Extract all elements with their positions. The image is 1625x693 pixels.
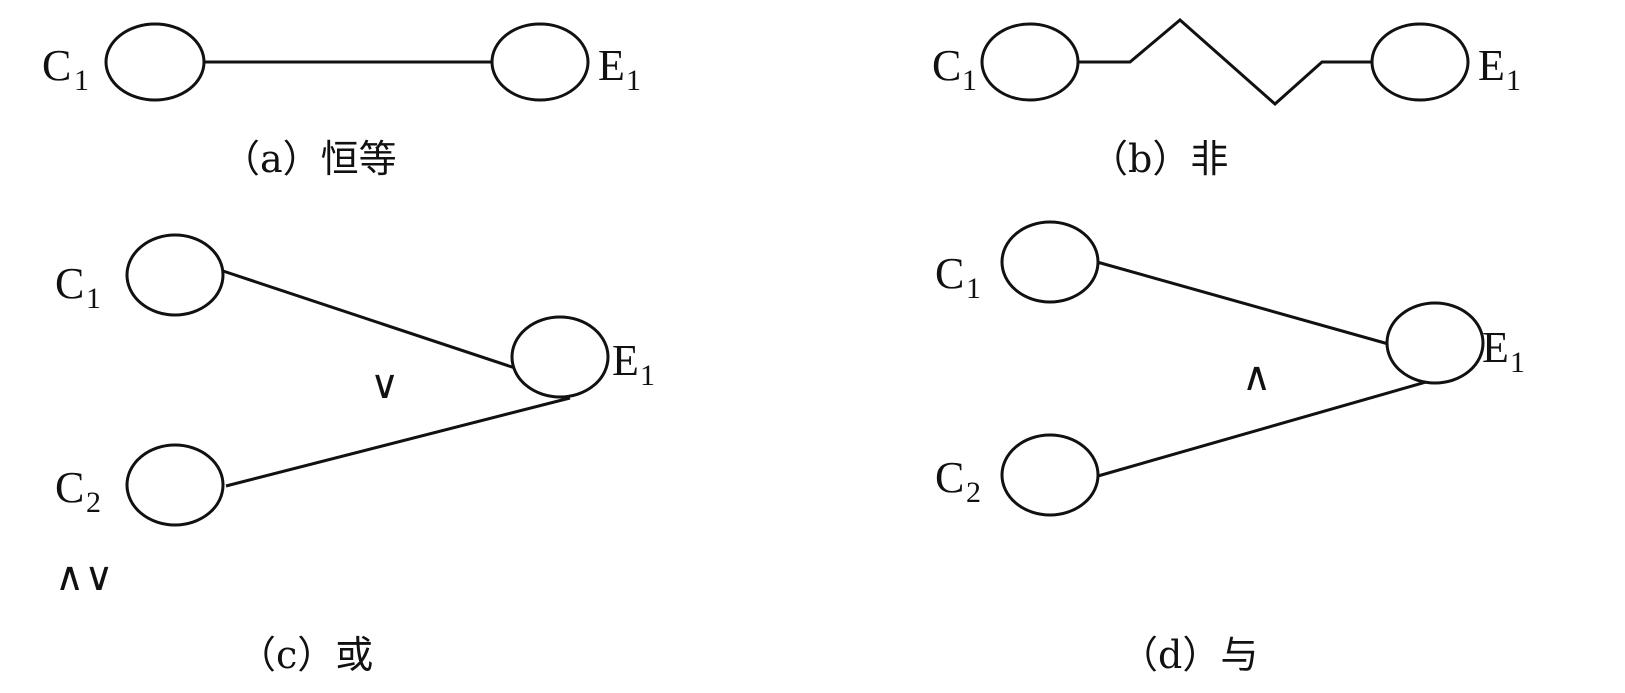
edge-c1-e1-negation [1078,18,1372,107]
label-c1: C [42,41,71,90]
label-e1: E [1478,41,1505,90]
label-c1-sub: 1 [86,282,101,315]
edge-c2-e1 [1097,376,1441,478]
node-c1 [104,22,206,102]
node-c1 [980,22,1080,102]
node-e1 [1370,22,1470,102]
caption-b: （b）非 [1090,137,1228,181]
legend-and-or: ∧∨ [55,554,114,600]
label-c2: C [55,463,84,512]
label-e1-sub: 1 [640,359,655,392]
panel-b-not: C 1 E 1 （b）非 [932,18,1521,181]
label-c1-sub: 1 [74,64,89,97]
label-c1-sub: 1 [962,64,977,97]
panel-c-or: C 1 C 2 E 1 ∨ ∧∨ （c）或 [55,233,655,677]
label-e1: E [598,41,625,90]
label-c1: C [932,41,961,90]
label-e1: E [612,336,639,385]
label-e1-sub: 1 [626,64,641,97]
label-c1-sub: 1 [966,272,981,305]
caption-c: （c）或 [238,633,373,677]
label-c2: C [935,453,964,502]
edge-c2-e1 [225,396,571,488]
caption-a: （a）恒等 [222,137,397,181]
label-c2-sub: 2 [86,486,101,519]
panel-a-identity: C 1 E 1 （a）恒等 [42,22,641,181]
node-c1 [125,233,225,317]
label-c2-sub: 2 [966,476,981,509]
panel-d-and: C 1 C 2 E 1 ∧ （d）与 [935,220,1525,677]
edge-c1-e1 [1096,260,1393,347]
label-e1-sub: 1 [1506,64,1521,97]
operator-or: ∨ [370,362,399,408]
node-e1 [1385,301,1485,385]
label-e1: E [1482,323,1509,372]
node-c2 [1000,433,1100,517]
node-c2 [125,443,225,527]
node-c1 [1000,220,1100,304]
operator-and: ∧ [1242,354,1271,400]
caption-d: （d）与 [1120,633,1258,677]
label-e1-sub: 1 [1510,346,1525,379]
label-c1: C [55,259,84,308]
node-e1 [490,22,590,102]
node-e1 [510,315,610,399]
label-c1: C [935,249,964,298]
edge-c1-e1 [219,268,516,370]
